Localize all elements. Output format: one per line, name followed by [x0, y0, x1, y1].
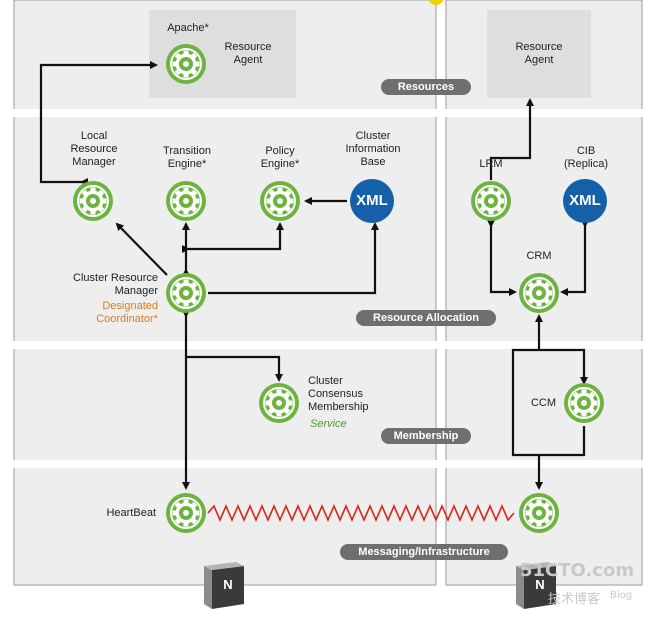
lrm-left-gear-icon — [72, 180, 114, 222]
arrow-crm-cib — [208, 222, 379, 295]
arrow-ccms — [186, 355, 283, 382]
server-badge-right: N — [535, 577, 545, 592]
crm-left-label: Cluster Resource Manager — [73, 272, 158, 297]
layer-label-messaging: Messaging/Infrastructure — [340, 544, 508, 560]
apache-resource-agent-label: Resource Agent — [224, 41, 272, 66]
resource-agent-box-right — [487, 10, 591, 98]
watermark-blog: Blog — [610, 590, 633, 601]
crm-left-gear-icon — [165, 272, 207, 314]
lrm-left-label: Local Resource Manager — [70, 130, 118, 168]
policy-engine-label: Policy Engine* — [260, 145, 300, 170]
transition-engine-label: Transition Engine* — [163, 145, 211, 170]
connections — [39, 61, 589, 490]
arrow-cib-crm — [560, 220, 589, 296]
layer-label-resource-allocation: Resource Allocation — [356, 310, 496, 326]
arrow-lrm-ra — [489, 98, 534, 180]
cib-right-xml-label: XML — [569, 192, 601, 209]
apache-gear-icon — [165, 43, 207, 85]
top-marker — [428, 0, 444, 5]
heartbeat-label: HeartBeat — [106, 507, 156, 519]
transition-engine-gear-icon — [165, 180, 207, 222]
layer-label-resources: Resources — [381, 79, 471, 95]
resource-agent-right-label: Resource Agent — [515, 41, 563, 66]
ccms-gear-icon — [258, 382, 300, 424]
ccms-label: Cluster Consensus Membership — [308, 375, 369, 413]
cib-left-xml-label: XML — [356, 192, 388, 209]
ccm-right-gear-icon — [563, 382, 605, 424]
apache-label: Apache* — [167, 22, 209, 34]
heartbeat-left-gear-icon — [165, 492, 207, 534]
crm-right-label: CRM — [526, 250, 552, 262]
layer-label-membership: Membership — [381, 428, 471, 444]
cib-right-label: CIB (Replica) — [563, 145, 608, 170]
watermark-tech-blog: 技术博客 — [548, 592, 601, 607]
cib-left-label: Cluster Information Base — [345, 130, 401, 168]
layer-separators — [0, 109, 650, 468]
cib-right-xml-icon — [563, 179, 607, 223]
heartbeat-link — [207, 503, 515, 523]
arrow-lrm-apache — [39, 61, 158, 186]
arrow-lrm-crm — [487, 220, 517, 296]
ccms-sublabel: Service — [310, 418, 347, 430]
server-icon-left — [204, 562, 244, 609]
lrm-right-label: LRM — [479, 158, 503, 170]
heartbeat-right-gear-icon — [518, 492, 560, 534]
crm-right-gear-icon — [518, 272, 560, 314]
arrow-crm-lrm — [115, 222, 168, 276]
ccm-right-label: CCM — [530, 397, 556, 409]
lrm-right-gear-icon — [470, 180, 512, 222]
server-badge-left: N — [223, 577, 233, 592]
arrow-pe — [182, 222, 284, 253]
crm-left-sublabel: Designated Coordinator* — [96, 300, 158, 325]
cib-left-xml-icon — [350, 179, 394, 223]
server-icon-right — [516, 562, 556, 609]
watermark-site: 51CTO.com — [520, 560, 635, 581]
policy-engine-gear-icon — [259, 180, 301, 222]
